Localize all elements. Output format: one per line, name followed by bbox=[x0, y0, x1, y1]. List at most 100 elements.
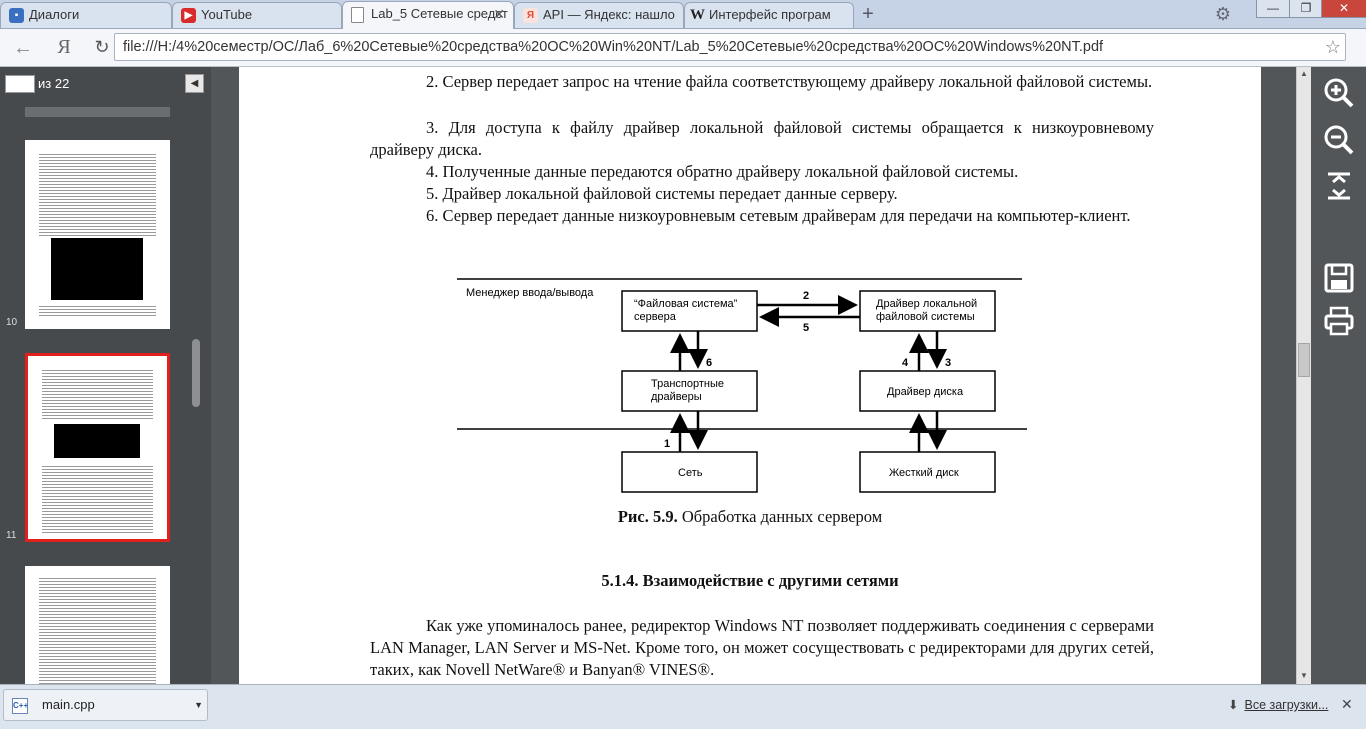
scroll-up-arrow-icon[interactable]: ▲ bbox=[1300, 69, 1308, 78]
thumbnail-panel: из 22 ◀ 10 11 bbox=[0, 67, 211, 696]
thumbnail-text bbox=[39, 304, 156, 318]
step-label: 3 bbox=[945, 357, 951, 369]
tab-youtube[interactable]: ▶ YouTube bbox=[172, 2, 342, 28]
document-icon bbox=[351, 7, 364, 23]
page-count: из 22 bbox=[38, 76, 70, 91]
paragraph: 2. Сервер передает запрос на чтение файл… bbox=[426, 72, 1153, 91]
disk-driver-box bbox=[859, 370, 996, 412]
youtube-icon: ▶ bbox=[181, 8, 196, 23]
download-bar: C++ main.cpp ▼ ⬇ Все загрузки... ✕ bbox=[0, 684, 1366, 729]
tab-label: Диалоги bbox=[29, 7, 80, 22]
tab-yandex-api[interactable]: Я API — Яндекс: нашло bbox=[514, 2, 684, 28]
download-filename: main.cpp bbox=[42, 697, 95, 712]
reload-icon[interactable]: ↻ bbox=[94, 37, 110, 57]
local-fs-driver-box bbox=[859, 290, 996, 332]
all-downloads-link[interactable]: ⬇ Все загрузки... bbox=[1228, 697, 1328, 712]
box-label: файловой системы bbox=[876, 311, 975, 323]
fs-server-box bbox=[621, 290, 758, 332]
page-number-input[interactable] bbox=[5, 75, 35, 93]
close-icon[interactable]: ✕ bbox=[493, 6, 505, 22]
server-io-diagram: Менеджер ввода/вывода “Файловая система”… bbox=[447, 269, 1037, 499]
network-box bbox=[621, 451, 758, 493]
box-label: сервера bbox=[634, 311, 677, 323]
hard-disk-box bbox=[859, 451, 996, 493]
zoom-out-icon[interactable] bbox=[1323, 124, 1355, 156]
yandex-button[interactable]: Я bbox=[57, 36, 71, 58]
print-icon[interactable] bbox=[1323, 305, 1355, 337]
section-heading: 5.1.4. Взаимодействие с другими сетями bbox=[601, 571, 899, 590]
chat-icon: ▪ bbox=[9, 8, 24, 23]
gear-icon[interactable]: ⚙ bbox=[1214, 4, 1232, 24]
close-download-bar-icon[interactable]: ✕ bbox=[1341, 696, 1353, 712]
scroll-down-arrow-icon[interactable]: ▼ bbox=[1300, 671, 1308, 680]
collapse-panel-button[interactable]: ◀ bbox=[185, 74, 204, 93]
download-icon: ⬇ bbox=[1228, 698, 1239, 712]
thumbnail-text bbox=[42, 368, 153, 420]
box-label: “Файловая система” bbox=[634, 298, 738, 310]
step-label: 2 bbox=[803, 290, 809, 302]
chevron-down-icon[interactable]: ▼ bbox=[194, 700, 203, 710]
thumbnail-text bbox=[39, 152, 156, 237]
tab-strip: ▪ Диалоги ▶ YouTube Lab_5 Сетевые средст… bbox=[0, 0, 1366, 29]
thumbnail-text bbox=[39, 576, 156, 686]
tab-wikipedia[interactable]: W Интерфейс програм bbox=[684, 2, 854, 28]
caption-label: Рис. 5.9. bbox=[617, 507, 678, 526]
step-label: 1 bbox=[664, 438, 670, 450]
paragraph: 4. Полученные данные передаются обратно … bbox=[426, 162, 1019, 181]
download-item[interactable]: C++ main.cpp ▼ bbox=[3, 689, 208, 721]
restore-button[interactable]: ❐ bbox=[1289, 0, 1323, 18]
step-label: 6 bbox=[706, 357, 712, 369]
tab-label: YouTube bbox=[201, 7, 253, 22]
save-icon[interactable] bbox=[1323, 262, 1355, 294]
star-icon[interactable]: ☆ bbox=[1324, 37, 1341, 57]
browser-toolbar: ← Я ↻ file:///H:/4%20семестр/ОС/Лаб_6%20… bbox=[0, 29, 1366, 67]
tab-dialogs[interactable]: ▪ Диалоги bbox=[0, 2, 172, 28]
scrollbar-thumb[interactable] bbox=[1298, 343, 1310, 377]
pdf-viewport: 2. Сервер передает запрос на чтение файл… bbox=[211, 67, 1296, 684]
thumbnail-number: 10 bbox=[6, 317, 18, 328]
thumbnail-text bbox=[42, 464, 153, 534]
thumbnail-partial bbox=[25, 107, 170, 117]
thumbnail-image bbox=[54, 424, 140, 458]
thumbnail-scrollbar[interactable] bbox=[192, 339, 200, 407]
zoom-in-icon[interactable] bbox=[1323, 77, 1355, 109]
box-label: Драйвер локальной bbox=[876, 298, 977, 310]
step-label: 5 bbox=[803, 322, 809, 334]
yandex-icon: Я bbox=[523, 8, 538, 23]
thumbnail-page-11[interactable] bbox=[25, 353, 170, 542]
transport-drivers-box bbox=[621, 370, 758, 412]
wikipedia-icon: W bbox=[690, 7, 705, 23]
box-label: Транспортные bbox=[651, 378, 724, 390]
pdf-tools bbox=[1311, 67, 1366, 684]
paragraph: 6. Сервер передает данные низкоуровневым… bbox=[426, 206, 1131, 225]
back-arrow-icon[interactable]: ← bbox=[13, 37, 33, 59]
box-label: драйверы bbox=[651, 391, 702, 403]
pdf-page: 2. Сервер передает запрос на чтение файл… bbox=[239, 67, 1261, 684]
box-label: Сеть bbox=[678, 467, 703, 479]
thumbnail-page-12[interactable] bbox=[25, 566, 170, 696]
new-tab-button[interactable]: + bbox=[862, 3, 874, 25]
figure-caption: Рис. 5.9. Обработка данных сервером bbox=[239, 507, 1261, 527]
tab-label: API — Яндекс: нашло bbox=[543, 7, 675, 22]
thumbnail-number: 11 bbox=[6, 530, 17, 541]
tab-label: Lab_5 Сетевые средст bbox=[371, 6, 508, 21]
box-label: Драйвер диска bbox=[887, 386, 964, 398]
paragraph: 3. Для доступа к файлу драйвер локальной… bbox=[370, 118, 1154, 159]
paragraph: Как уже упоминалось ранее, редиректор Wi… bbox=[370, 616, 1154, 679]
thumbnail-page-10[interactable] bbox=[25, 140, 170, 329]
all-downloads-label: Все загрузки... bbox=[1244, 698, 1329, 712]
fit-page-icon[interactable] bbox=[1323, 170, 1355, 202]
thumbnail-image bbox=[51, 238, 143, 300]
url-text: file:///H:/4%20семестр/ОС/Лаб_6%20Сетевы… bbox=[123, 39, 1104, 55]
window-close-button[interactable]: ✕ bbox=[1321, 0, 1366, 18]
tab-lab5-pdf[interactable]: Lab_5 Сетевые средст ✕ bbox=[342, 1, 514, 29]
minimize-button[interactable]: — bbox=[1256, 0, 1290, 18]
document-scrollbar[interactable]: ▲ ▼ bbox=[1296, 67, 1311, 684]
box-label: Жесткий диск bbox=[889, 467, 959, 479]
step-label: 4 bbox=[902, 357, 909, 369]
cpp-file-icon: C++ bbox=[12, 698, 28, 714]
tab-label: Интерфейс програм bbox=[709, 7, 831, 22]
address-bar[interactable]: file:///H:/4%20семестр/ОС/Лаб_6%20Сетевы… bbox=[114, 33, 1346, 61]
diagram-region-label: Менеджер ввода/вывода bbox=[466, 287, 594, 299]
paragraph: 5. Драйвер локальной файловой системы пе… bbox=[426, 184, 898, 203]
